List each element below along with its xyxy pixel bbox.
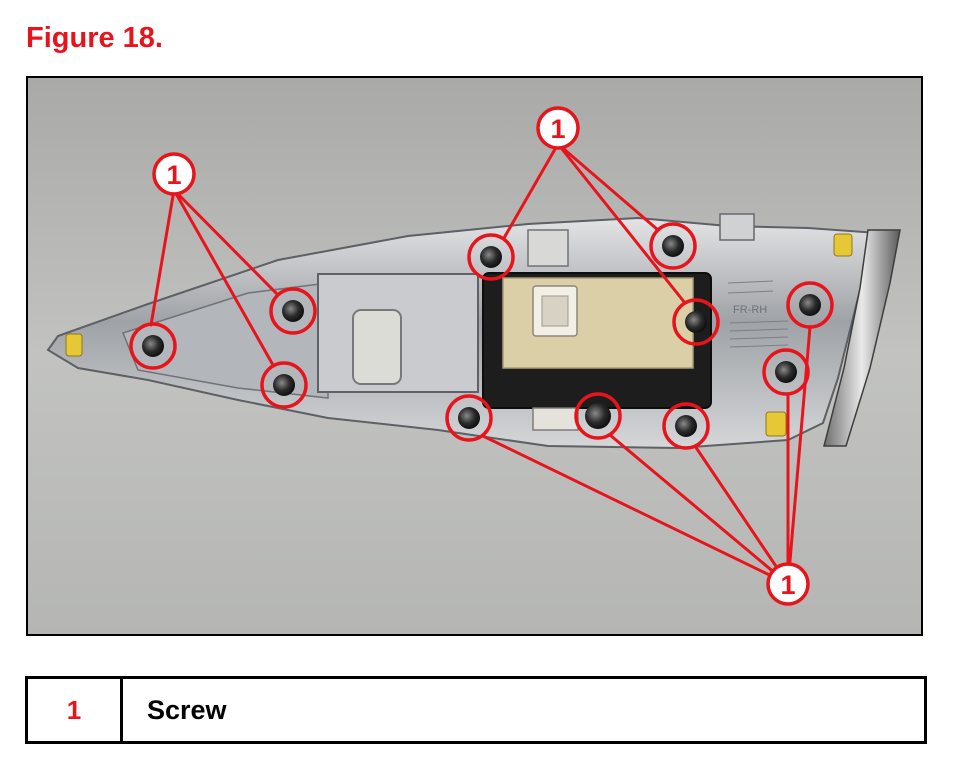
screws	[142, 235, 821, 437]
screw-highlight-ring	[649, 222, 697, 270]
top-right-clip	[719, 213, 755, 241]
screw-highlight-ring	[269, 287, 317, 335]
screw-highlight-ring	[129, 322, 177, 370]
legend-description: Screw	[147, 694, 227, 725]
screw-highlight-rings	[129, 222, 834, 450]
screw	[685, 311, 707, 333]
screw	[458, 407, 480, 429]
screw-highlight-ring	[467, 233, 515, 281]
callout-label: 1	[780, 570, 795, 600]
legend-table: 1 Screw	[25, 676, 927, 744]
left-frame-rib	[122, 282, 329, 399]
yellow-clip-left	[65, 333, 83, 357]
screw-highlight-ring	[574, 392, 622, 440]
screw	[662, 235, 684, 257]
callout-1-top-center: 1	[536, 106, 580, 150]
screw	[799, 294, 821, 316]
yellow-clip-top-right	[833, 233, 853, 257]
screw	[675, 415, 697, 437]
screw-highlight-ring	[445, 394, 493, 442]
screw-highlight-ring	[762, 348, 810, 396]
screw	[142, 335, 164, 357]
screw-highlight-ring	[672, 298, 720, 346]
callout-1-top-left: 1	[152, 152, 196, 196]
callout-label: 1	[550, 114, 565, 144]
upper-clip	[527, 229, 569, 267]
screw	[273, 374, 295, 396]
figure-title: Figure 18.	[26, 22, 163, 54]
connector-pin-area	[541, 295, 569, 327]
callout-leader-lines	[149, 142, 812, 586]
screw	[480, 246, 502, 268]
part-marking: FR-RH	[733, 304, 767, 316]
screw	[282, 300, 304, 322]
part-marking-lines	[727, 280, 789, 348]
yellow-clip-bottom-right	[765, 411, 787, 437]
screw	[585, 403, 611, 429]
screw	[775, 361, 797, 383]
chrome-trim	[823, 229, 901, 447]
switch-connector-pad	[502, 277, 694, 369]
callout-label: 1	[166, 160, 181, 190]
center-slot	[352, 309, 402, 385]
component-photo: FR-RH	[26, 76, 923, 636]
screw-highlight-ring	[662, 402, 710, 450]
photo-illustration: FR-RH	[28, 78, 921, 634]
legend-number: 1	[28, 679, 123, 741]
screw-highlight-ring	[260, 361, 308, 409]
lower-connector	[532, 407, 579, 431]
callout-1-bottom-right: 1	[766, 562, 810, 606]
